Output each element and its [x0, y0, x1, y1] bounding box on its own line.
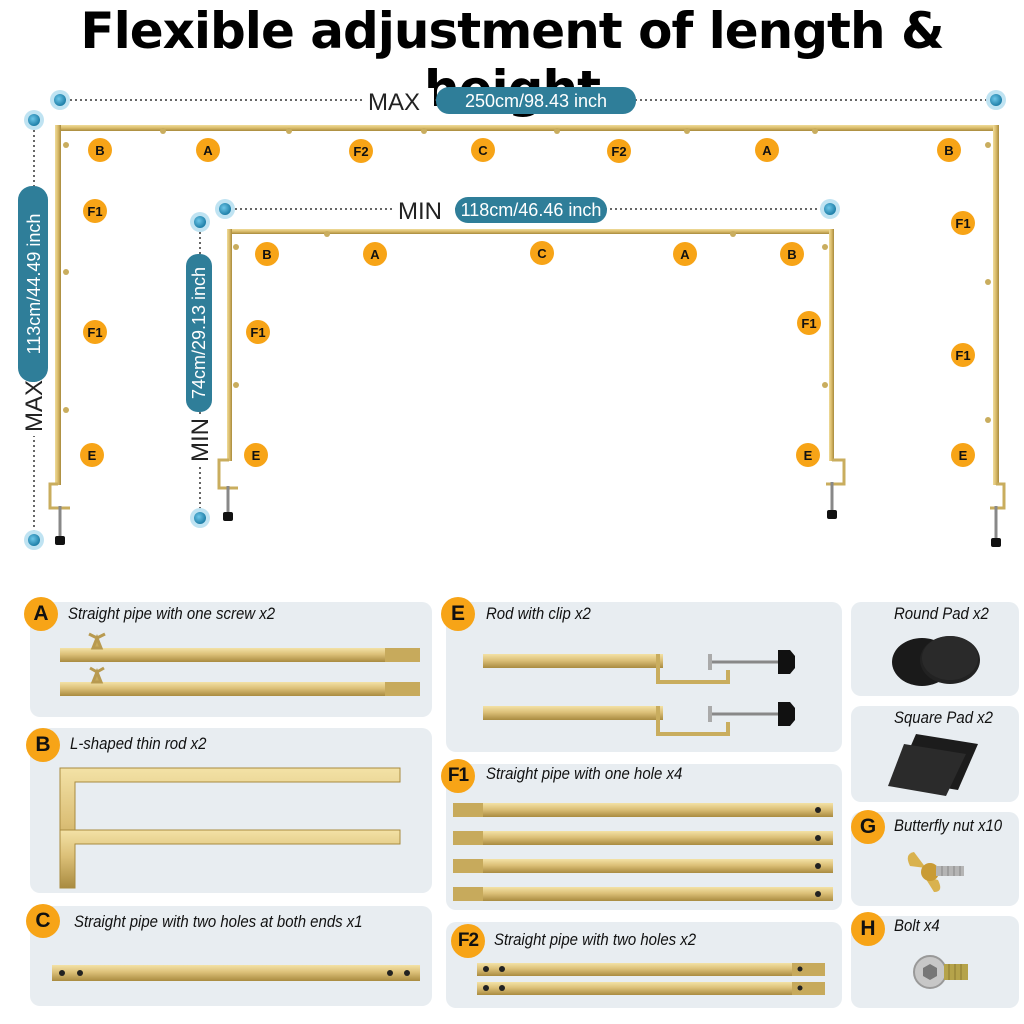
label-e: E	[80, 443, 104, 467]
max-width-pill	[436, 87, 636, 114]
max-height-value: 113cm/44.49 inch	[24, 214, 44, 355]
part-panel-c	[30, 906, 432, 1006]
part-image-a	[60, 632, 420, 696]
label-f2: F2	[349, 139, 373, 163]
min-width-pill	[455, 197, 607, 223]
label-b: B	[255, 242, 279, 266]
svg-text:E: E	[88, 448, 97, 463]
svg-text:B: B	[944, 143, 953, 158]
dimension-dot	[24, 90, 1006, 550]
bolt-image	[913, 955, 968, 989]
part-badge-c: C	[26, 904, 60, 938]
label-b: B	[937, 138, 961, 162]
part-badge-h: H	[851, 912, 885, 946]
label-f1: F1	[951, 211, 975, 235]
svg-text:A: A	[680, 247, 690, 262]
min-width-value: 118cm/46.46 inch	[461, 200, 602, 220]
square-pad-image	[888, 734, 978, 796]
min-height-word: MIN	[187, 418, 214, 462]
min-height-pill	[186, 254, 212, 412]
svg-text:A: A	[370, 247, 380, 262]
label-f1: F1	[83, 199, 107, 223]
label-a: A	[363, 242, 387, 266]
svg-text:E: E	[252, 448, 261, 463]
label-a: A	[755, 138, 779, 162]
part-badge-g: G	[851, 810, 885, 844]
svg-text:A: A	[203, 143, 213, 158]
max-height-pill	[18, 186, 48, 382]
label-a: A	[673, 242, 697, 266]
min-height-value: 74cm/29.13 inch	[189, 267, 209, 399]
part-name-f1: Straight pipe with one hole x4	[486, 764, 683, 783]
part-name-a: Straight pipe with one screw x2	[68, 604, 276, 623]
part-badge-f2: F2	[451, 924, 485, 958]
part-image-c	[52, 965, 420, 981]
butterfly-nut-image	[907, 852, 964, 892]
label-b: B	[88, 138, 112, 162]
part-image-f1	[453, 803, 833, 901]
part-image-b	[59, 767, 401, 889]
part-panel-e	[446, 602, 842, 752]
label-f1: F1	[83, 320, 107, 344]
part-panel-b	[30, 728, 432, 893]
part-image-f2	[477, 963, 825, 995]
part-badge-b: B	[26, 728, 60, 762]
svg-text:C: C	[537, 246, 547, 261]
large-frame	[48, 125, 1006, 547]
label-f1: F1	[951, 343, 975, 367]
part-name-c: Straight pipe with two holes at both end…	[74, 912, 363, 931]
part-name-b: L-shaped thin rod x2	[70, 734, 207, 753]
svg-text:F1: F1	[955, 216, 970, 231]
diagram-part-labels: B A F2 C F2 A B F1 F1 E F1 F1 E B A C A …	[80, 138, 975, 467]
label-c: C	[471, 138, 495, 162]
part-name-round-pad: Round Pad x2	[894, 604, 989, 623]
label-a: A	[196, 138, 220, 162]
label-c: C	[530, 241, 554, 265]
part-name-e: Rod with clip x2	[486, 604, 591, 623]
max-width-word: MAX	[368, 89, 420, 116]
label-f1: F1	[246, 320, 270, 344]
svg-text:F1: F1	[250, 325, 265, 340]
svg-text:F2: F2	[353, 144, 368, 159]
svg-text:F1: F1	[955, 348, 970, 363]
label-b: B	[780, 242, 804, 266]
label-f1: F1	[797, 311, 821, 335]
part-name-g: Butterfly nut x10	[894, 816, 1003, 835]
svg-text:B: B	[95, 143, 104, 158]
small-frame	[217, 229, 846, 521]
label-f2: F2	[607, 139, 631, 163]
svg-text:F1: F1	[87, 325, 102, 340]
round-pad-image	[892, 636, 980, 686]
svg-text:F1: F1	[801, 316, 816, 331]
svg-text:B: B	[787, 247, 796, 262]
svg-text:F2: F2	[611, 144, 626, 159]
max-height-word: MAX	[21, 380, 48, 432]
label-e: E	[796, 443, 820, 467]
min-width-word: MIN	[398, 198, 442, 225]
label-e: E	[244, 443, 268, 467]
max-width-value: 250cm/98.43 inch	[465, 91, 607, 111]
svg-text:E: E	[959, 448, 968, 463]
svg-text:C: C	[478, 143, 488, 158]
part-badge-a: A	[24, 597, 58, 631]
svg-text:B: B	[262, 247, 271, 262]
svg-text:A: A	[762, 143, 772, 158]
part-badge-f1: F1	[441, 759, 475, 793]
part-name-square-pad: Square Pad x2	[894, 708, 993, 727]
label-e: E	[951, 443, 975, 467]
frame-diagram: MAX 250cm/98.43 inch MIN 118cm/46.46 inc…	[18, 87, 1006, 550]
part-badge-e: E	[441, 597, 475, 631]
svg-text:E: E	[804, 448, 813, 463]
part-name-h: Bolt x4	[894, 916, 940, 935]
part-name-f2: Straight pipe with two holes x2	[494, 930, 697, 949]
part-image-e	[483, 650, 795, 736]
svg-text:F1: F1	[87, 204, 102, 219]
